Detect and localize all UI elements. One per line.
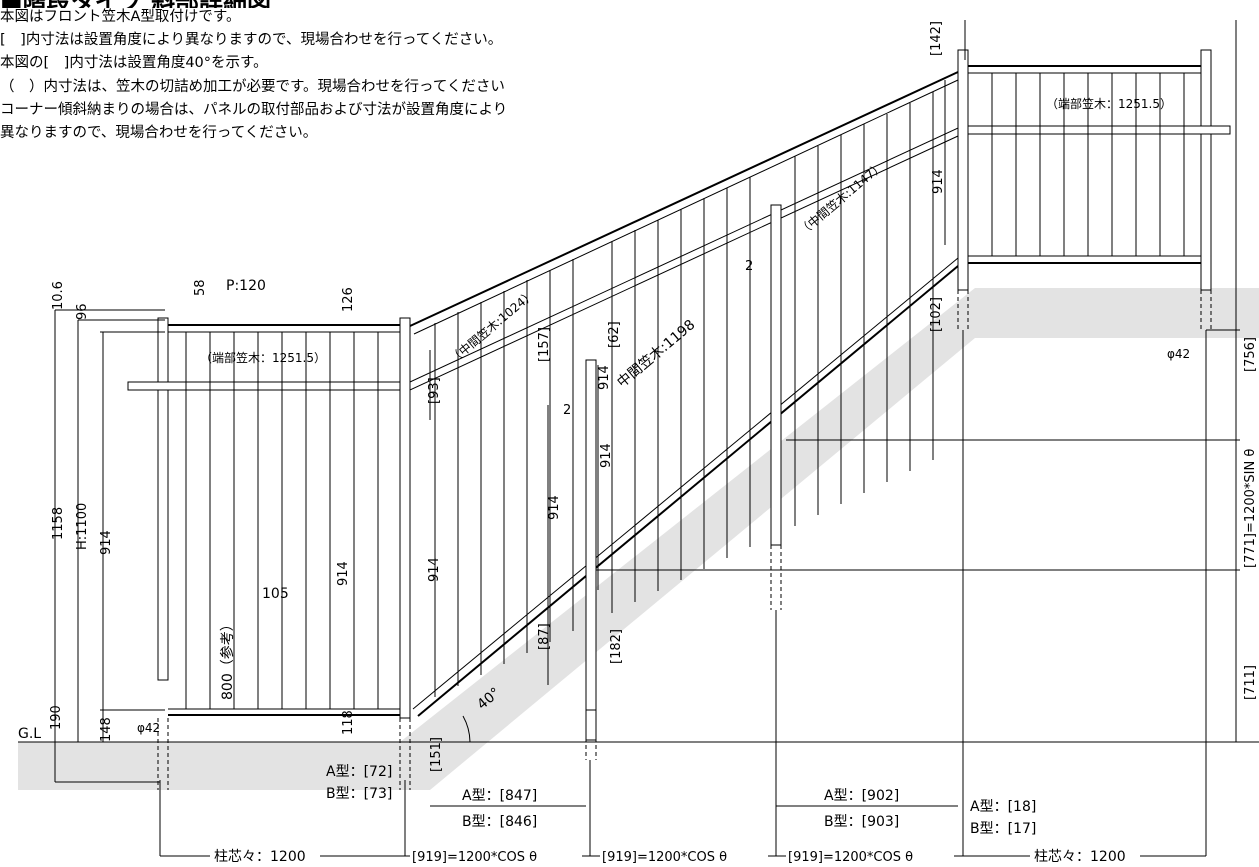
sloped-rails bbox=[409, 71, 959, 717]
dim-h1100: H:1100 bbox=[75, 503, 90, 550]
dimension-lines bbox=[54, 20, 1240, 857]
slope-914-b: 914 bbox=[597, 365, 612, 390]
left-panel bbox=[127, 317, 411, 790]
slope-posts bbox=[585, 49, 1212, 760]
slope-914-a: 914 bbox=[547, 495, 562, 520]
end-rail-right: （端部笠木：1251.5） bbox=[1046, 96, 1172, 111]
end-rail-left: （端部笠木：1251.5） bbox=[200, 350, 326, 365]
dim-102: [102] bbox=[929, 297, 944, 332]
b903: B型：[903] bbox=[824, 814, 899, 830]
gap-2b: 2 bbox=[745, 259, 753, 274]
b17: B型：[17] bbox=[970, 821, 1036, 837]
dimension-text: G.L 190 10.6 1158 96 H:1100 914 58 148 P… bbox=[18, 21, 1258, 865]
mid-rail-1198: 中間笠木:1198 bbox=[614, 317, 698, 391]
note-6: 異なりますので、現場合わせを行ってください。 bbox=[0, 125, 318, 141]
note-1: 本図はフロント笠木A型取付けです。 bbox=[0, 9, 241, 25]
dim-118: 118 bbox=[341, 710, 356, 735]
sloped-balusters bbox=[434, 92, 934, 697]
note-2: [ ]内寸法は設置角度により異なりますので、現場合わせを行ってください。 bbox=[0, 32, 503, 48]
gl-label: G.L bbox=[18, 726, 41, 742]
pitch-right: 柱芯々：1200 bbox=[1034, 849, 1126, 865]
dim-157: [157] bbox=[537, 327, 552, 362]
a72: A型：[72] bbox=[326, 764, 392, 780]
dim-96: 96 bbox=[75, 303, 90, 320]
b846: B型：[846] bbox=[462, 814, 537, 830]
cos-3: [919]=1200*COS θ bbox=[788, 850, 913, 865]
a847: A型：[847] bbox=[462, 788, 537, 804]
dim-756: [756] bbox=[1243, 337, 1258, 372]
dim-148: 148 bbox=[99, 717, 114, 742]
note-4: （ ）内寸法は、笠木の切詰め加工が必要です。現場合わせを行ってください bbox=[0, 79, 505, 95]
phi-left: φ42 bbox=[137, 721, 160, 735]
dim-62: [62] bbox=[607, 321, 622, 348]
dim-142: [142] bbox=[929, 21, 944, 56]
slope-914-c: 914 bbox=[599, 443, 614, 468]
dim-1158: 1158 bbox=[51, 507, 66, 540]
ref-800: 800（参考） bbox=[219, 617, 236, 700]
gap-2a: 2 bbox=[563, 403, 571, 418]
dim-914-left: 914 bbox=[99, 530, 114, 555]
right-panel bbox=[967, 65, 1231, 264]
mid-rail-1024: （中間笠木:1024） bbox=[446, 286, 537, 366]
dim-126: 126 bbox=[341, 287, 356, 312]
dim-914-mid: 914 bbox=[336, 561, 351, 586]
a902: A型：[902] bbox=[824, 788, 899, 804]
dim-190: 190 bbox=[49, 705, 64, 730]
cos-2: [919]=1200*COS θ bbox=[602, 850, 727, 865]
dim-914-right: 914 bbox=[427, 557, 442, 582]
dim-93: [93] bbox=[427, 377, 442, 404]
angle-arc bbox=[462, 715, 471, 743]
dim-58: 58 bbox=[193, 279, 208, 296]
dim-151: [151] bbox=[429, 737, 444, 772]
pitch-left: 柱芯々：1200 bbox=[214, 849, 306, 865]
dim-10-6: 10.6 bbox=[51, 281, 66, 310]
dim-105: 105 bbox=[262, 586, 289, 602]
dim-771: [771]=1200*SIN θ bbox=[1243, 449, 1258, 568]
slope-914-d: 914 bbox=[931, 169, 946, 194]
dim-87: [87] bbox=[537, 623, 552, 650]
cos-1: [919]=1200*COS θ bbox=[412, 850, 537, 865]
section-title: ■階段タイプ 斜部詳細図 bbox=[0, 0, 420, 8]
note-3: 本図の[ ]内寸法は設置角度40°を示す。 bbox=[0, 55, 268, 71]
a18: A型：[18] bbox=[970, 799, 1036, 815]
dim-182: [182] bbox=[609, 629, 624, 664]
note-5: コーナー傾斜納まりの場合は、パネルの取付部品および寸法が設置角度により bbox=[0, 102, 508, 118]
dim-711: [711] bbox=[1243, 665, 1258, 700]
pitch-label: P:120 bbox=[226, 278, 266, 294]
phi-right: φ42 bbox=[1167, 347, 1190, 361]
b73: B型：[73] bbox=[326, 786, 392, 802]
